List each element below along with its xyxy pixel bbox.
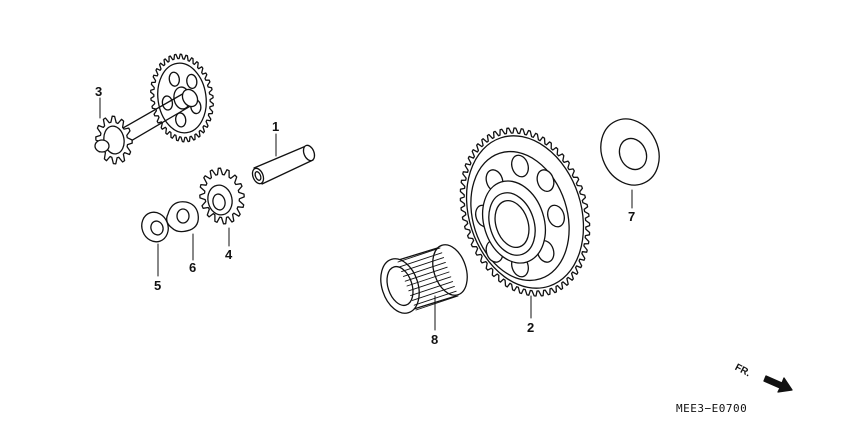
needle-roller xyxy=(411,285,455,301)
callout-8: 8 xyxy=(431,332,439,347)
bearing-front-bore xyxy=(386,265,414,307)
needle-roller xyxy=(410,281,454,297)
needle-roller xyxy=(415,295,459,311)
callout-5: 5 xyxy=(154,278,162,293)
callout-6: 6 xyxy=(189,260,197,275)
rear-gear-window xyxy=(161,95,174,111)
clutch-hub-bore xyxy=(488,192,536,256)
rear-gear-rim xyxy=(157,62,207,134)
needle-roller xyxy=(404,266,448,282)
needle-roller xyxy=(406,271,450,287)
callout-2: 2 xyxy=(527,320,535,335)
part-2-large-gear xyxy=(459,127,591,297)
clutch-hub-inner xyxy=(494,199,530,249)
needle-roller xyxy=(408,276,452,292)
needle-roller xyxy=(397,247,441,263)
gear-2-window xyxy=(511,154,529,178)
rear-gear-window xyxy=(186,73,198,90)
leader-lines xyxy=(99,97,633,331)
needle-roller xyxy=(402,261,446,277)
rear-gear-window xyxy=(168,71,180,87)
needle-roller xyxy=(401,257,445,273)
needle-roller xyxy=(399,252,443,268)
gear-2-rim xyxy=(465,135,585,289)
callout-1: 1 xyxy=(272,119,280,134)
part-3-shaft-gear-assembly xyxy=(94,53,214,165)
callout-3: 3 xyxy=(95,84,103,99)
gear-2-window xyxy=(536,169,555,192)
part-8-needle-bearing xyxy=(380,244,468,314)
bearing-back-face xyxy=(432,244,468,296)
gear-4-face xyxy=(207,184,233,216)
callout-4: 4 xyxy=(225,247,233,262)
part-1-pin xyxy=(251,144,316,185)
gear-4-bore xyxy=(212,193,226,211)
part-4-small-gear xyxy=(199,167,245,225)
front-direction-arrow xyxy=(763,375,793,393)
part-7-thrust-washer xyxy=(600,118,660,186)
gear-2-window xyxy=(547,204,565,228)
document-id: MEE3−E0700 xyxy=(676,402,748,415)
gear-2-inner-rim xyxy=(470,150,570,282)
part-5-washer xyxy=(141,211,169,243)
callout-7: 7 xyxy=(628,209,636,224)
part-6-lock-washer xyxy=(166,201,199,233)
